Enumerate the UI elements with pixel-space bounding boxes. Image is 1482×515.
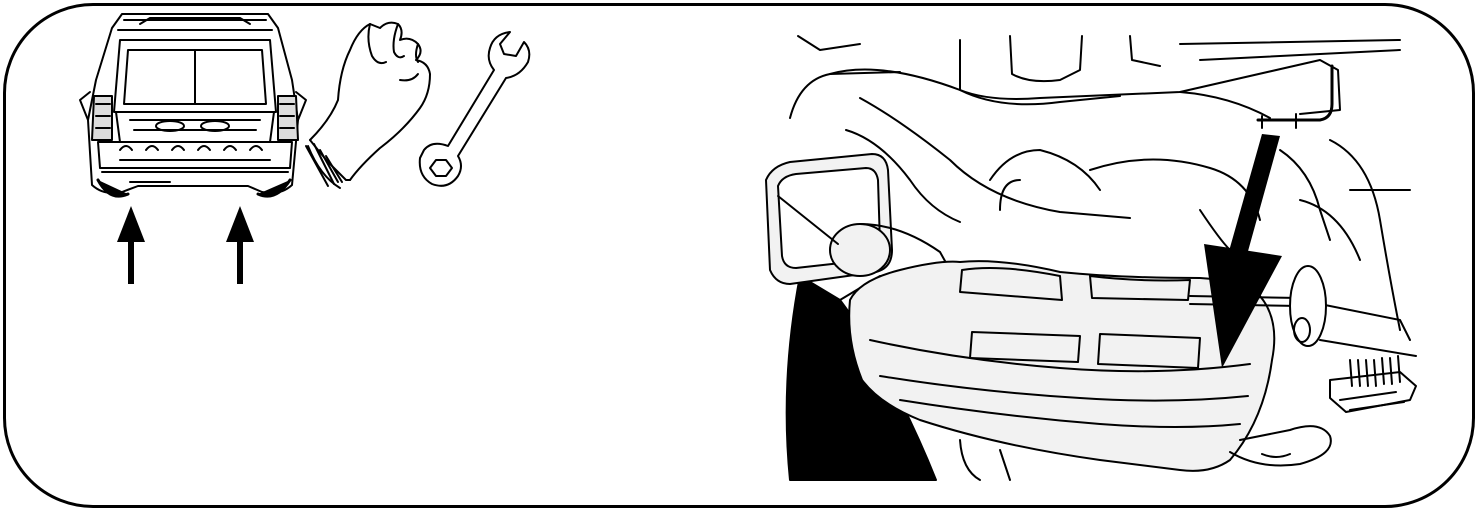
up-arrow-left xyxy=(117,206,145,284)
open-end-wrench-icon xyxy=(420,32,530,186)
up-arrow-right xyxy=(226,206,254,284)
right-tail-light xyxy=(278,96,298,140)
car-rear-view xyxy=(80,14,306,196)
muffler-scene xyxy=(766,36,1416,480)
left-tail-light xyxy=(92,96,112,140)
protective-glove-icon xyxy=(306,23,430,188)
